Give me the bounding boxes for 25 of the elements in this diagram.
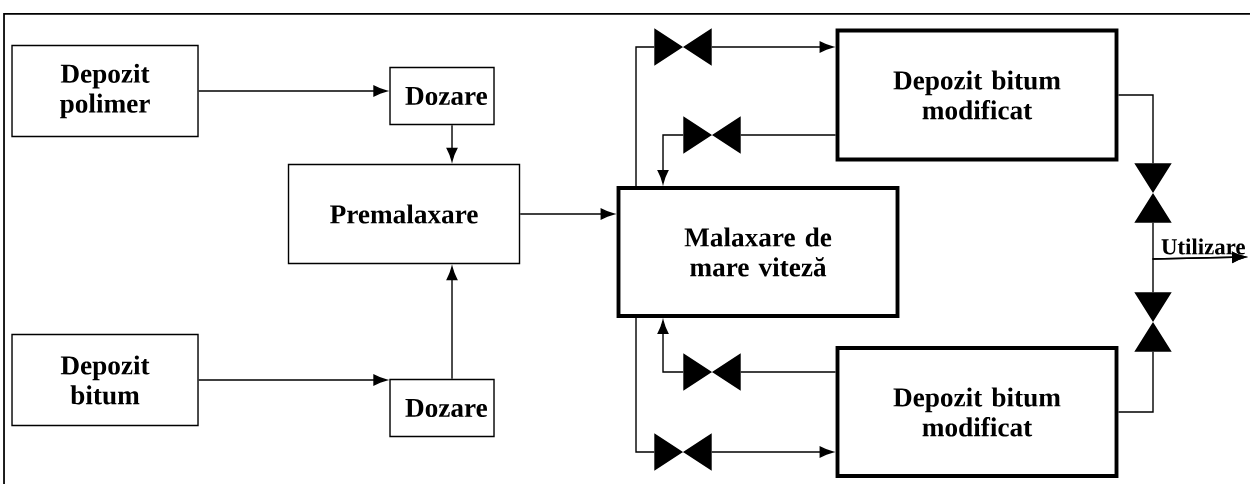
- process-box: Dozare: [389, 66, 495, 126]
- valve-symbol: [1134, 163, 1172, 223]
- arrow: [198, 85, 388, 97]
- process-box: Dozare: [389, 378, 495, 438]
- valve-symbol: [654, 28, 712, 66]
- arrow: [1152, 251, 1246, 293]
- arrow: [446, 124, 458, 162]
- arrow: [711, 446, 834, 458]
- process-box: Depozit bitum: [11, 333, 199, 427]
- valve-symbol: [683, 116, 741, 154]
- valve-symbol: [683, 353, 741, 391]
- valve-symbol: [654, 433, 712, 471]
- arrow: [657, 320, 684, 373]
- process-box: Malaxare de mare viteză: [616, 186, 900, 318]
- valve-symbol: [1134, 292, 1172, 352]
- arrow: [446, 266, 458, 380]
- arrow: [657, 134, 684, 184]
- output-label: Utilizare: [1161, 238, 1245, 255]
- arrow: [519, 208, 615, 220]
- process-box: Depozit bitum modificat: [835, 346, 1119, 478]
- process-box: Depozit polimer: [11, 44, 199, 138]
- arrow: [711, 41, 834, 53]
- process-box: Depozit bitum modificat: [835, 28, 1119, 162]
- arrow: [198, 374, 388, 386]
- process-box: Premalaxare: [287, 163, 521, 265]
